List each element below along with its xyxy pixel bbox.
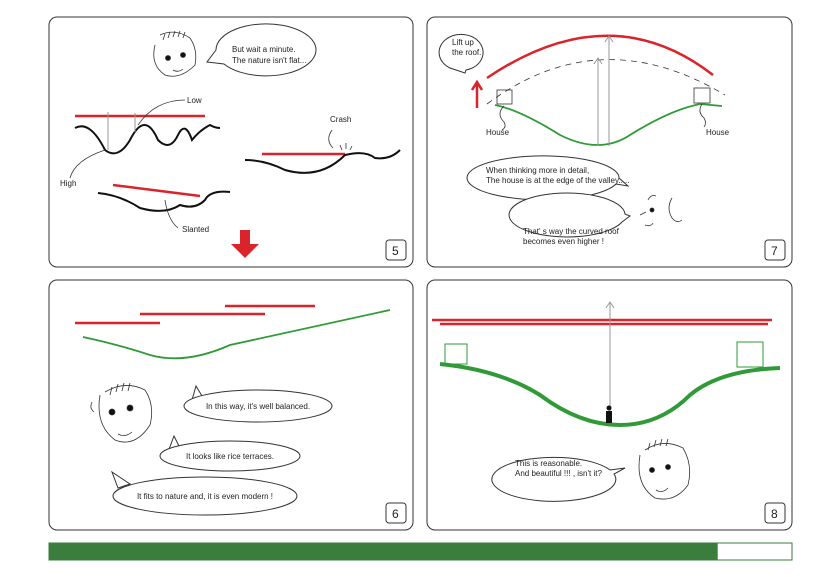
speech-bubble xyxy=(110,470,298,516)
label-house-right: House xyxy=(706,128,730,137)
label-house-left: House xyxy=(486,128,510,137)
panel-number: 7 xyxy=(771,244,778,258)
speech-bubble xyxy=(491,456,626,502)
speech-text: But wait a minute.The nature isn't flat.… xyxy=(232,45,306,65)
speech-bubble xyxy=(438,33,484,74)
face-character xyxy=(90,382,153,443)
speech-text: It fits to nature and, it is even modern… xyxy=(137,492,273,501)
face-character xyxy=(153,30,197,77)
panel-number: 8 xyxy=(771,507,778,521)
speech-bubble xyxy=(508,192,632,238)
speech-text: In this way, it's well balanced. xyxy=(206,402,310,411)
panel-number: 5 xyxy=(392,244,399,258)
label-slanted: Slanted xyxy=(182,225,209,234)
panel-8: This is reasonable.And beautiful !!! , i… xyxy=(426,279,793,531)
label-crash: Crash xyxy=(330,115,351,124)
label-high: High xyxy=(60,179,76,188)
speech-text: When thinking more in detail,The house i… xyxy=(486,166,630,185)
down-arrow-icon xyxy=(231,230,259,258)
speech-text: This is reasonable.And beautiful !!! , i… xyxy=(515,459,602,478)
panel-5: But wait a minute.The nature isn't flat.… xyxy=(48,16,414,268)
person-icon xyxy=(606,405,612,423)
speech-bubble xyxy=(206,23,317,77)
progress-bar xyxy=(48,542,793,561)
face-character xyxy=(639,195,683,227)
speech-bubble xyxy=(159,434,301,472)
speech-text: It looks like rice terraces. xyxy=(186,452,274,461)
label-low: Low xyxy=(187,96,202,105)
speech-bubble xyxy=(183,384,333,423)
panel-number: 6 xyxy=(392,507,399,521)
progress-fill xyxy=(49,543,718,560)
panel-6: In this way, it's well balanced. It look… xyxy=(48,279,414,531)
up-arrow-icon xyxy=(470,79,484,108)
face-character xyxy=(638,438,691,500)
